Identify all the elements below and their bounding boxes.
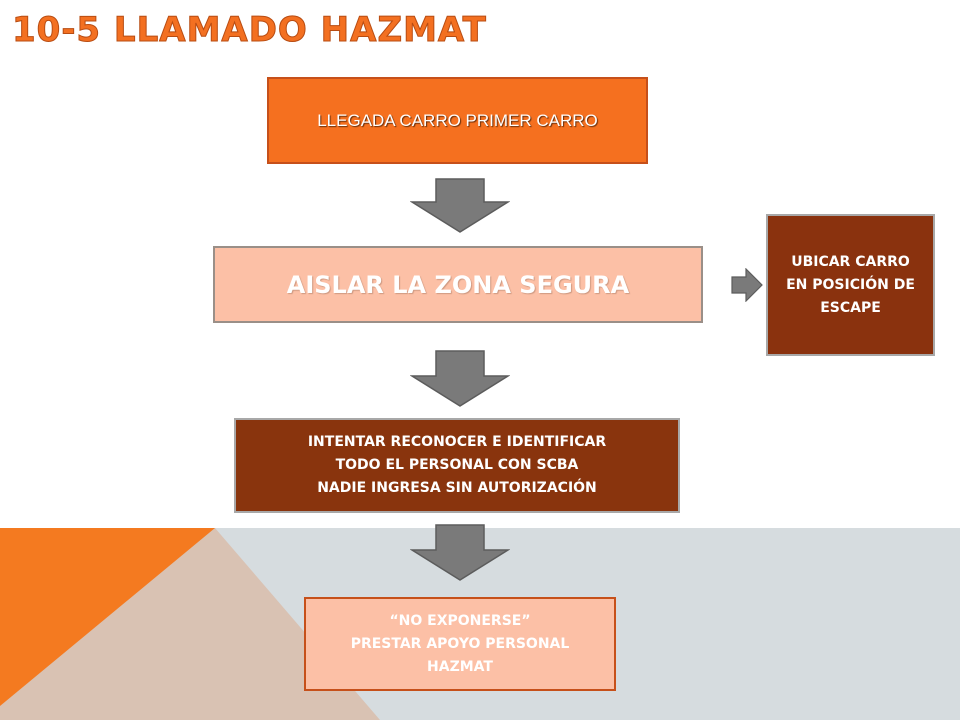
step-arrival-label: LLEGADA CARRO PRIMER CARRO bbox=[317, 110, 598, 130]
escape-position-line-3: ESCAPE bbox=[820, 299, 881, 316]
step-identify-line-1: INTENTAR RECONOCER E IDENTIFICAR bbox=[307, 434, 607, 450]
step-no-exposure-line-1: “NO EXPONERSE” bbox=[389, 612, 531, 629]
escape-position-line-1: UBICAR CARRO bbox=[791, 253, 910, 270]
step-no-exposure-box: “NO EXPONERSE” PRESTAR APOYO PERSONAL HA… bbox=[304, 597, 616, 691]
escape-position-box: UBICAR CARRO EN POSICIÓN DE ESCAPE bbox=[766, 214, 935, 356]
step-identify-line-2: TODO EL PERSONAL CON SCBA bbox=[335, 457, 579, 473]
step-identify-line-3: NADIE INGRESA SIN AUTORIZACIÓN bbox=[317, 480, 597, 496]
right-arrow-icon bbox=[731, 268, 763, 302]
escape-position-line-2: EN POSICIÓN DE bbox=[786, 276, 915, 293]
decorative-triangles bbox=[0, 528, 380, 720]
down-arrow-icon bbox=[410, 524, 510, 581]
step-isolate-label: AISLAR LA ZONA SEGURA bbox=[286, 270, 630, 299]
step-isolate-box: AISLAR LA ZONA SEGURA bbox=[213, 246, 703, 323]
step-identify-box: INTENTAR RECONOCER E IDENTIFICAR TODO EL… bbox=[234, 418, 680, 513]
step-no-exposure-line-3: HAZMAT bbox=[427, 658, 493, 675]
step-no-exposure-line-2: PRESTAR APOYO PERSONAL bbox=[350, 635, 570, 652]
down-arrow-icon bbox=[410, 178, 510, 233]
step-arrival-box: LLEGADA CARRO PRIMER CARRO bbox=[267, 77, 648, 164]
down-arrow-icon bbox=[410, 350, 510, 407]
slide-title: 10-5 LLAMADO HAZMAT bbox=[12, 10, 487, 51]
